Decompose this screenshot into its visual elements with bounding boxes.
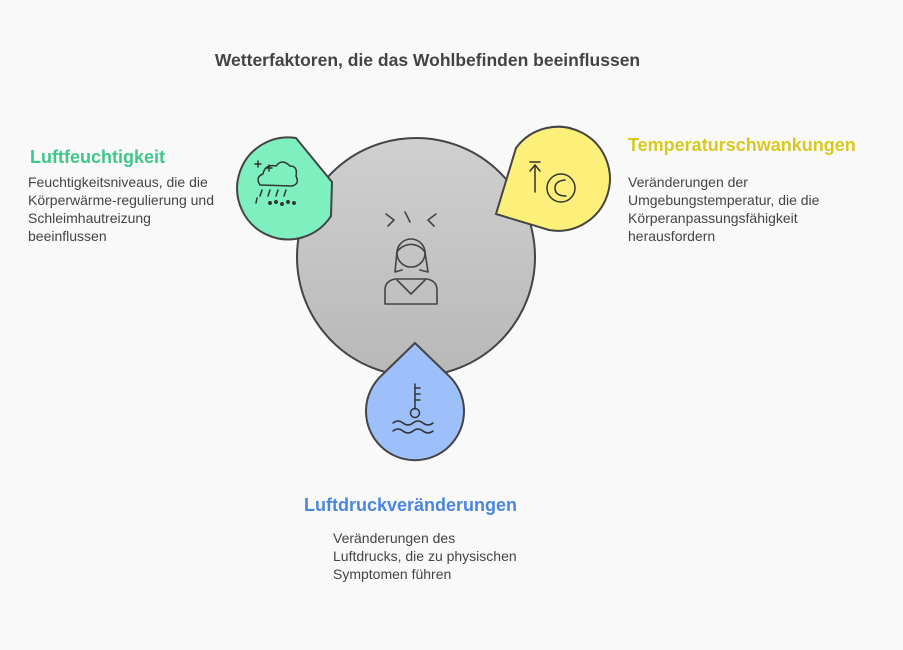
pressure-description: Veränderungen des Luftdrucks, die zu phy… <box>333 530 517 582</box>
temperature-heading: Temperaturschwankungen <box>628 135 856 155</box>
pressure-gauge-icon <box>392 383 434 434</box>
temperature-description: Veränderungen der Umgebungstemperatur, d… <box>628 174 820 244</box>
humidity-heading: Luftfeuchtigkeit <box>30 147 165 167</box>
humidity-description: Feuchtigkeitsniveaus, die die Körperwärm… <box>28 174 214 244</box>
pressure-heading: Luftdruckveränderungen <box>304 495 518 515</box>
stressed-person-icon <box>384 211 438 305</box>
temperature-drop <box>494 125 611 232</box>
diagram-title: Wetterfaktoren, die das Wohlbefinden bee… <box>214 50 641 70</box>
humidity-icon <box>254 160 299 206</box>
center-circle <box>296 137 536 377</box>
humidity-drop <box>236 136 334 241</box>
temperature-change-icon <box>529 161 576 203</box>
